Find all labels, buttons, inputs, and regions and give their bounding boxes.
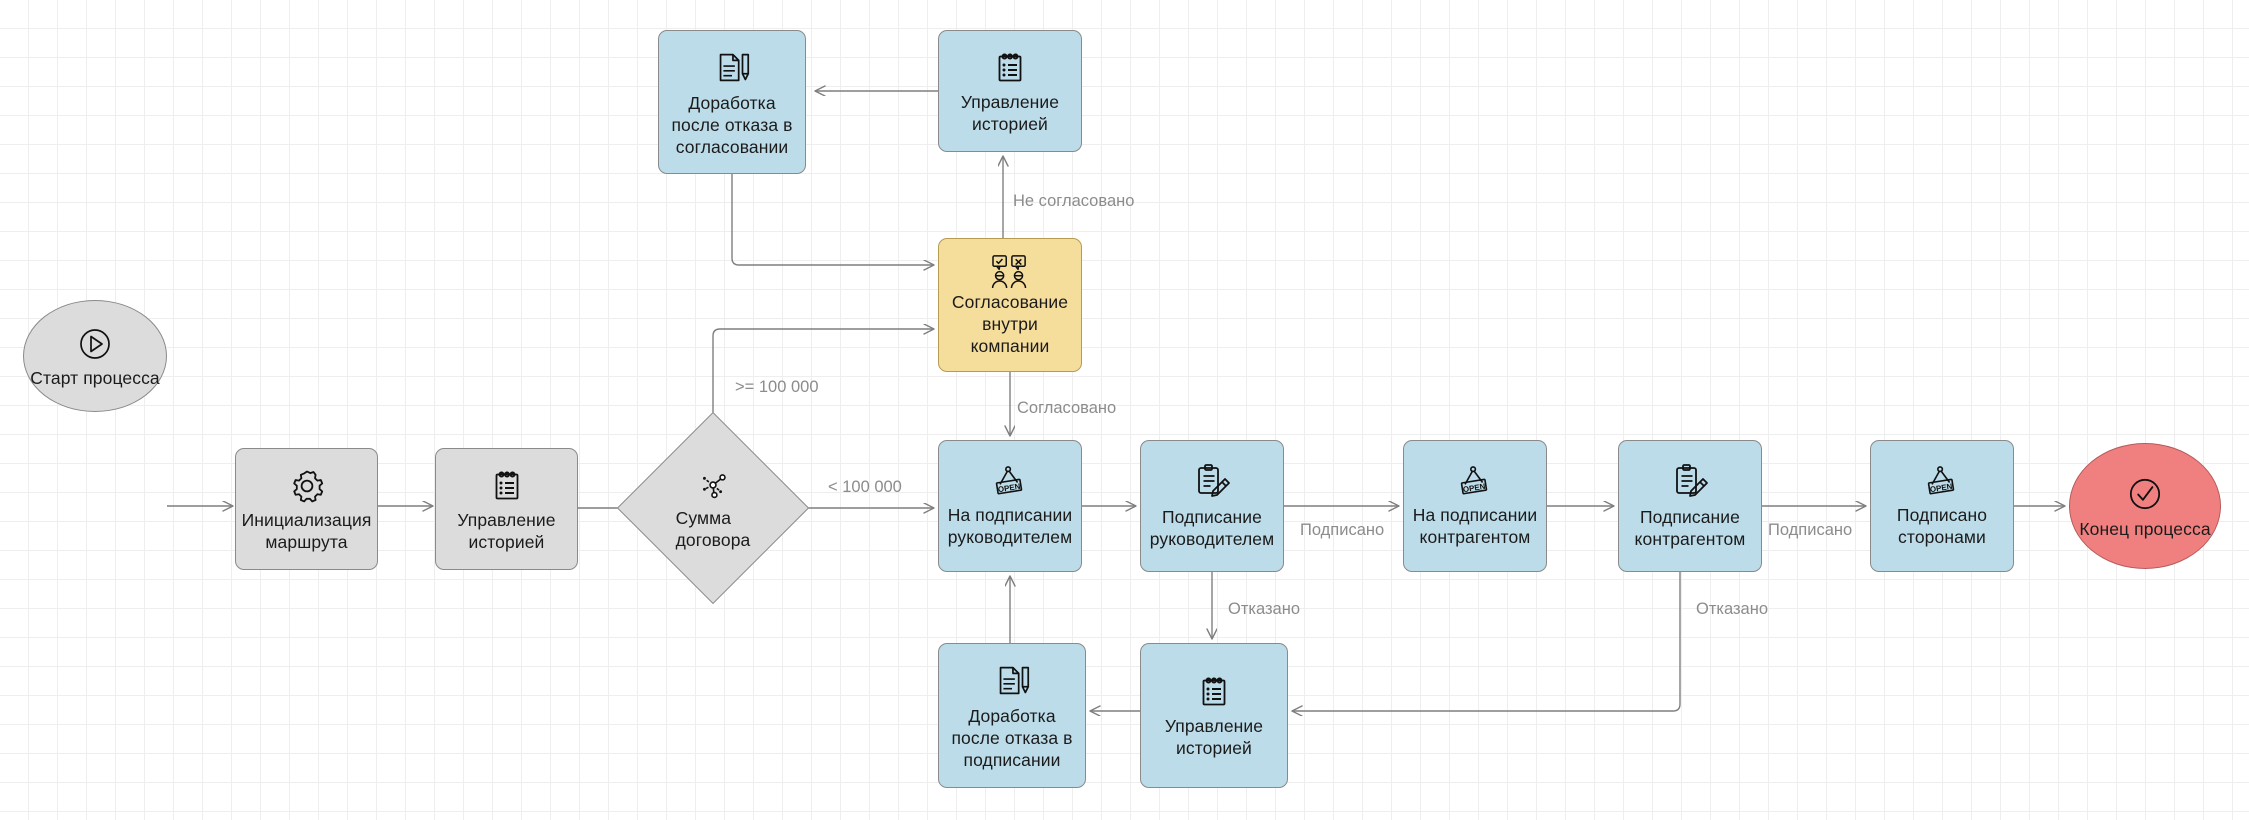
node-start[interactable]: Старт процесса (23, 300, 167, 412)
notepad-icon (487, 466, 527, 506)
node-label: Старт процесса (30, 367, 160, 388)
open-sign-icon: OPEN (1921, 465, 1963, 501)
node-rework-after-approval-refusal[interactable]: Доработка после отказа в согласовании (658, 30, 806, 174)
two-people-vote-icon (987, 254, 1033, 288)
edge-label-rejected-2: Отказано (1696, 600, 1768, 618)
node-label: Управление историей (457, 509, 556, 552)
edge-label-not-approved: Не согласовано (1013, 192, 1135, 210)
node-label: Подписано сторонами (1896, 504, 1988, 547)
edge-label-signed-1: Подписано (1300, 521, 1385, 539)
node-head-signing[interactable]: Подписание руководителем (1140, 440, 1284, 572)
node-history-management-bottom[interactable]: Управление историей (1140, 643, 1288, 788)
node-history-management-top[interactable]: Управление историей (938, 30, 1082, 152)
edge-signcp-historybot (1292, 572, 1681, 711)
play-circle-icon (75, 324, 115, 364)
notepad-icon (990, 48, 1030, 88)
node-counterparty-signing[interactable]: Подписание контрагентом (1618, 440, 1762, 572)
node-signed-by-parties[interactable]: OPEN Подписано сторонами (1870, 440, 2014, 572)
branch-node-icon (694, 466, 732, 504)
node-label: Инициализация маршрута (241, 509, 372, 552)
doc-pen-icon (711, 47, 753, 89)
open-sign-icon: OPEN (989, 465, 1031, 501)
doc-pen-icon (991, 660, 1033, 702)
node-label: Подписание контрагентом (1634, 506, 1746, 549)
node-label: Сумма договора (675, 507, 751, 550)
edge-label-lt-100000: < 100 000 (828, 478, 902, 496)
node-init-route[interactable]: Инициализация маршрута (235, 448, 378, 570)
node-end[interactable]: Конец процесса (2069, 443, 2221, 569)
node-awaiting-head-signature[interactable]: OPEN На подписании руководителем (938, 440, 1082, 572)
node-label: Доработка после отказа в подписании (951, 706, 1073, 770)
node-label: На подписании руководителем (947, 504, 1073, 547)
edge-label-approved: Согласовано (1017, 399, 1117, 417)
gear-icon (287, 466, 327, 506)
edge-label-signed-2: Подписано (1768, 521, 1853, 539)
node-label: Согласование внутри компании (951, 291, 1069, 356)
edge-rework-approval (731, 174, 934, 265)
node-internal-approval[interactable]: Согласование внутри компании (938, 238, 1082, 372)
clipboard-pen-icon (1669, 463, 1711, 503)
open-sign-icon: OPEN (1454, 465, 1496, 501)
check-circle-icon (2124, 473, 2166, 515)
svg-text:OPEN: OPEN (1462, 481, 1486, 493)
node-contract-amount[interactable]: Сумма договора (616, 411, 810, 605)
edge-label-rejected-1: Отказано (1228, 600, 1300, 618)
node-label: На подписании контрагентом (1412, 504, 1538, 547)
node-rework-after-signing-refusal[interactable]: Доработка после отказа в подписании (938, 643, 1086, 788)
clipboard-pen-icon (1191, 463, 1233, 503)
node-label: Управление историей (1164, 716, 1264, 758)
svg-text:OPEN: OPEN (997, 481, 1021, 493)
node-history-management-1[interactable]: Управление историей (435, 448, 578, 570)
node-label: Доработка после отказа в согласовании (671, 92, 793, 157)
node-label: Подписание руководителем (1149, 506, 1275, 549)
node-label: Управление историей (960, 91, 1060, 134)
edge-label-ge-100000: >= 100 000 (735, 378, 819, 396)
node-awaiting-counterparty-signature[interactable]: OPEN На подписании контрагентом (1403, 440, 1547, 572)
svg-text:OPEN: OPEN (1929, 481, 1953, 493)
notepad-icon (1194, 672, 1234, 712)
node-label: Конец процесса (2079, 518, 2211, 539)
